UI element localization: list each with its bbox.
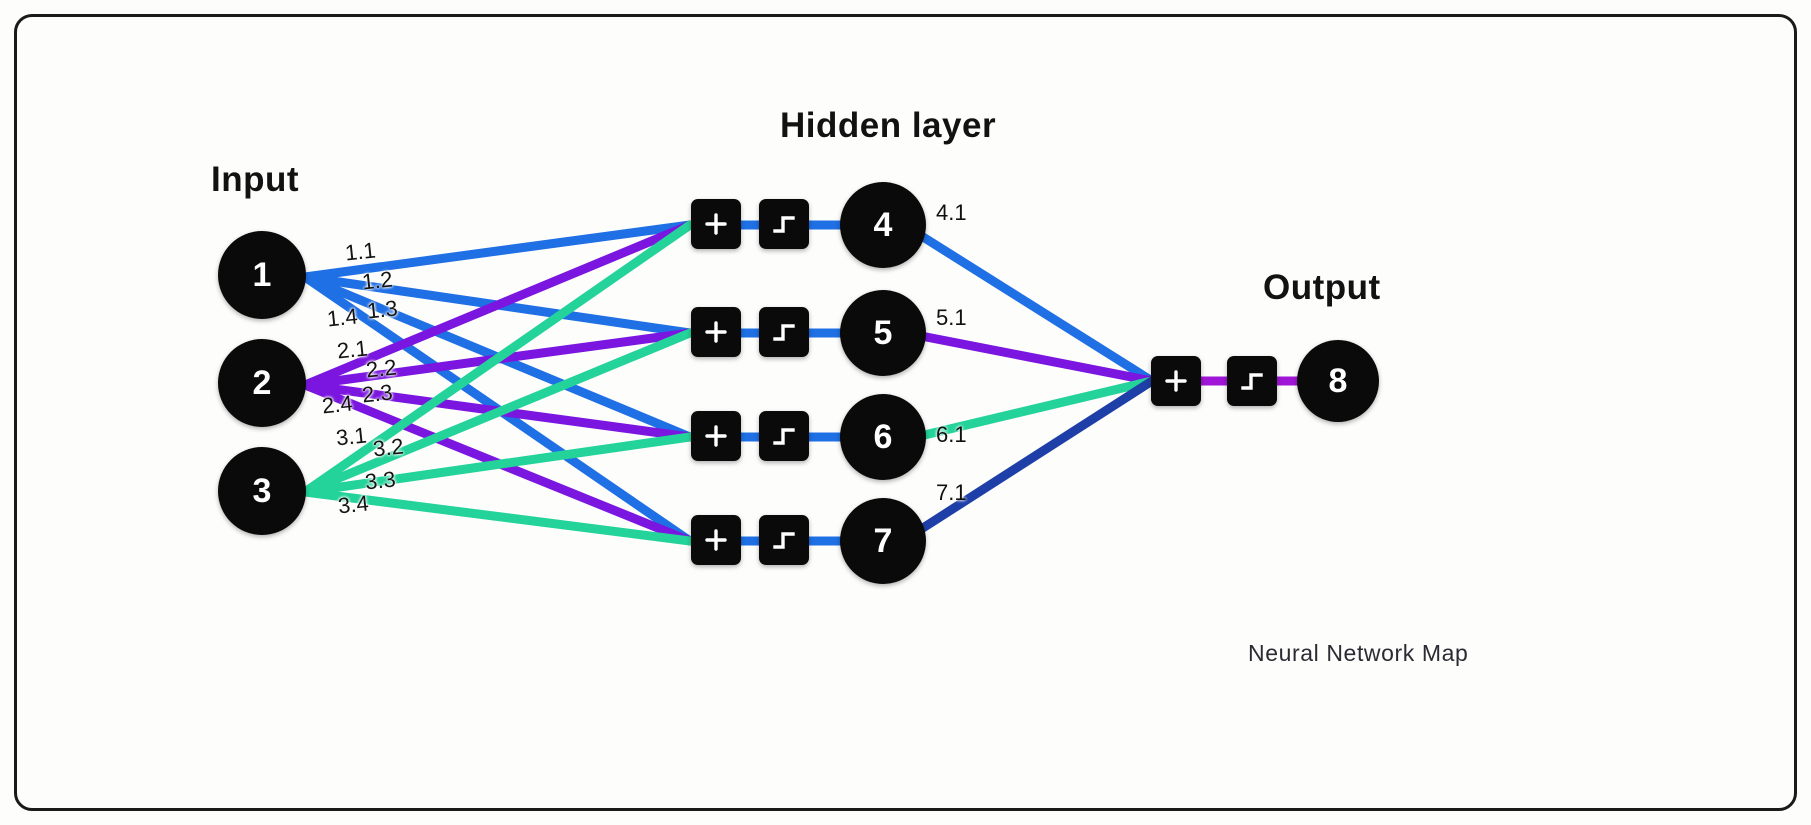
edge-label-5-1: 5.1 — [936, 305, 967, 330]
edge-label-1-1: 1.1 — [343, 237, 377, 266]
input-node-2[interactable]: 2 — [218, 339, 306, 427]
hidden-sum-box-7[interactable] — [691, 515, 741, 565]
hidden-activation-box-5[interactable] — [759, 307, 809, 357]
edge-label-7-1: 7.1 — [936, 480, 967, 505]
hidden-node-7[interactable]: 7 — [840, 498, 926, 584]
edge-6-out — [911, 376, 1157, 442]
plus-icon — [705, 529, 727, 551]
hidden-node-5[interactable]: 5 — [840, 290, 926, 376]
edge-label-3-3: 3.3 — [363, 466, 397, 495]
edge-1-4 — [300, 220, 695, 282]
edge-label-2-4: 2.4 — [320, 390, 354, 419]
plus-icon — [705, 213, 727, 235]
diagram-caption: Neural Network Map — [1248, 640, 1469, 666]
input-node-3[interactable]: 3 — [218, 447, 306, 535]
hidden-activation-box-4[interactable] — [759, 199, 809, 249]
input-node-1[interactable]: 1 — [218, 231, 306, 319]
hidden-layer-title: Hidden layer — [780, 106, 997, 145]
plus-icon — [1165, 370, 1187, 392]
hidden-sum-box-4[interactable] — [691, 199, 741, 249]
edge-3-4 — [300, 220, 695, 497]
hidden-activation-box-6[interactable] — [759, 411, 809, 461]
edge-3-5 — [300, 328, 695, 497]
edge-label-1-2: 1.2 — [360, 266, 394, 295]
edges-from-input-3 — [300, 220, 695, 546]
output-layer-title: Output — [1263, 268, 1381, 307]
edge-5-out — [911, 330, 1157, 386]
edge-3-7 — [300, 487, 695, 546]
step-function-icon — [773, 216, 795, 233]
edge-label-2-3: 2.3 — [360, 379, 394, 408]
edge-2-4 — [300, 220, 695, 390]
output-activation-box[interactable] — [1227, 356, 1277, 406]
plus-icon — [705, 425, 727, 447]
edge-7-out — [907, 376, 1157, 540]
plus-icon — [705, 321, 727, 343]
edge-label-4-1: 4.1 — [936, 200, 967, 225]
edge-label-3-4: 3.4 — [336, 490, 370, 519]
hidden-node-4[interactable]: 4 — [840, 182, 926, 268]
step-function-icon — [773, 532, 795, 549]
edge-label-2-2: 2.2 — [364, 354, 398, 383]
hidden-sum-box-6[interactable] — [691, 411, 741, 461]
edges-hidden-internal — [731, 220, 865, 546]
edge-label-3-1: 3.1 — [334, 422, 368, 451]
hidden-activation-box-7[interactable] — [759, 515, 809, 565]
edge-label-1-3: 1.3 — [365, 295, 399, 324]
step-function-icon — [773, 324, 795, 341]
hidden-sum-box-5[interactable] — [691, 307, 741, 357]
edge-3-6 — [300, 432, 695, 497]
edge-label-3-2: 3.2 — [371, 433, 405, 462]
edge-label-2-1: 2.1 — [335, 335, 369, 364]
hidden-node-6[interactable]: 6 — [840, 394, 926, 480]
edge-4-out — [907, 225, 1157, 386]
input-layer-title: Input — [211, 160, 300, 199]
edge-label-6-1: 6.1 — [936, 422, 967, 447]
edges-hidden-to-output — [907, 225, 1157, 540]
output-node-8[interactable]: 8 — [1297, 340, 1379, 422]
step-function-icon — [1241, 373, 1263, 390]
edge-label-1-4: 1.4 — [325, 303, 359, 332]
output-sum-box[interactable] — [1151, 356, 1201, 406]
step-function-icon — [773, 428, 795, 445]
